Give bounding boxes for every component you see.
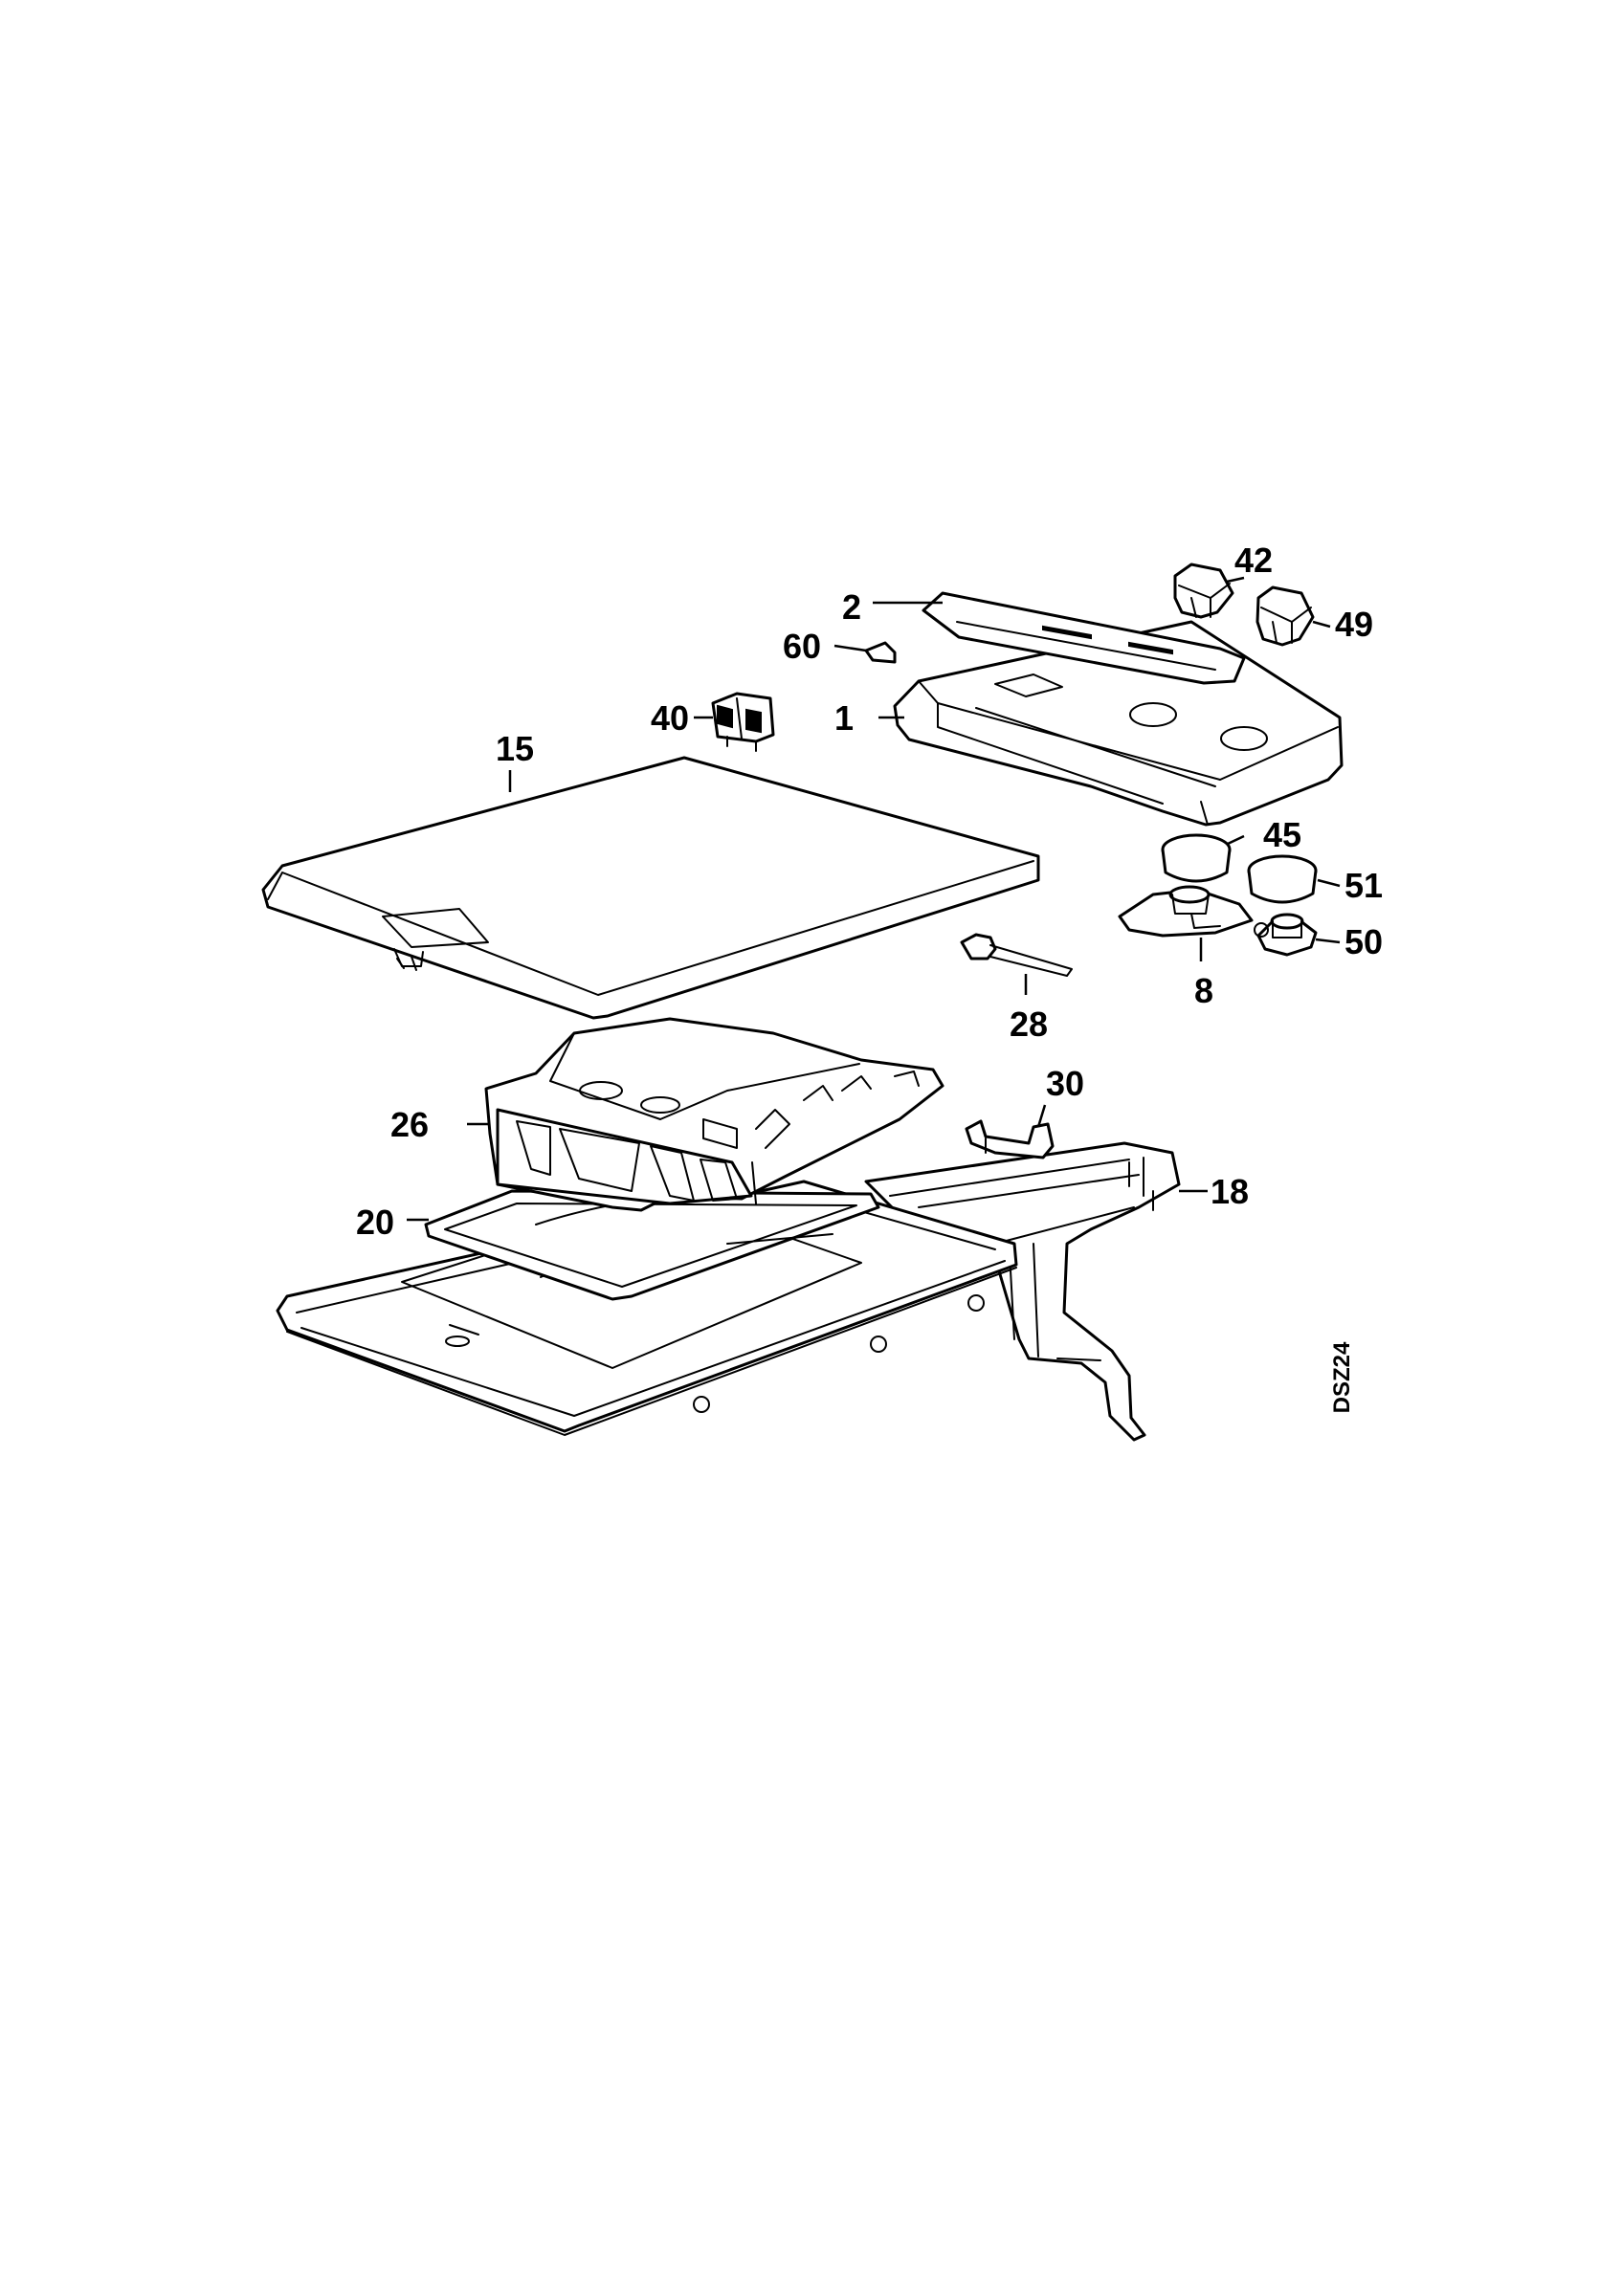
- part-42-knob: [1173, 563, 1234, 619]
- callout-1: 1: [834, 698, 854, 738]
- callout-42: 42: [1234, 541, 1273, 580]
- part-49-knob: [1255, 585, 1315, 647]
- part-50-selector: [1254, 913, 1318, 957]
- part-60-clip: [864, 641, 897, 664]
- part-51-knob-cap: [1247, 854, 1318, 904]
- callout-2: 2: [842, 587, 861, 627]
- callout-labels: 1 2 8 15 18 20 26 28 30 40 42 45 49 50 5…: [356, 541, 1383, 1242]
- callout-28: 28: [1010, 1004, 1048, 1044]
- part-26-dispenser-drawer: [484, 1017, 944, 1212]
- callout-49: 49: [1335, 605, 1373, 644]
- callout-51: 51: [1344, 866, 1383, 905]
- part-2-fascia-strip: [922, 591, 1246, 685]
- part-40-switch-block: [711, 692, 775, 752]
- part-28-pin: [960, 933, 1073, 977]
- leader-lines: [407, 576, 1341, 1222]
- callout-30: 30: [1046, 1064, 1084, 1103]
- callout-15: 15: [496, 729, 534, 768]
- part-18-rear-bracket: [864, 1141, 1181, 1442]
- callout-45: 45: [1263, 815, 1301, 854]
- callout-26: 26: [390, 1105, 429, 1144]
- callout-50: 50: [1344, 922, 1383, 961]
- callout-8: 8: [1194, 971, 1213, 1010]
- callout-20: 20: [356, 1203, 394, 1242]
- callout-40: 40: [651, 698, 689, 738]
- part-15-lid: [261, 756, 1040, 1020]
- part-45-knob-cap: [1161, 833, 1232, 883]
- callout-18: 18: [1211, 1172, 1249, 1211]
- callout-60: 60: [783, 627, 821, 666]
- drawing-code: DSZ24: [1329, 1341, 1355, 1413]
- part-8-selector-plate: [1118, 885, 1254, 938]
- part-30-latch: [965, 1119, 1055, 1159]
